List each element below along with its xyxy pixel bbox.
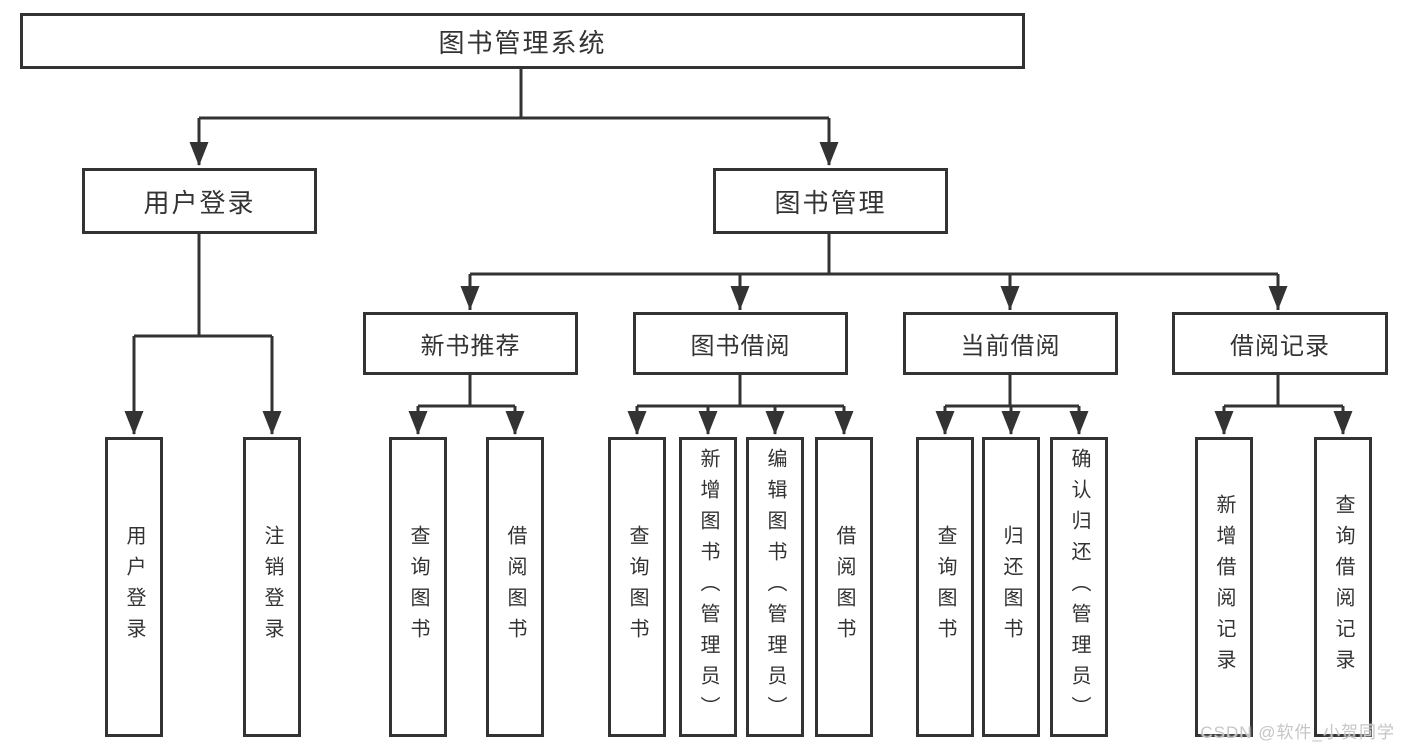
node-label: 确认归还（管理员） xyxy=(1068,447,1090,727)
leaf-add-books-admin: 新增图书（管理员） xyxy=(679,437,737,737)
leaf-query-books: 查询图书 xyxy=(608,437,666,737)
leaf-borrow-books: 借阅图书 xyxy=(486,437,544,737)
node-label: 图书借阅 xyxy=(690,333,791,360)
wire-borrow-records-to-leaves xyxy=(1222,375,1345,434)
arrow-down-icon xyxy=(262,411,282,435)
leaf-query-borrow-record: 查询借阅记录 xyxy=(1314,437,1372,737)
node-label: 归还图书 xyxy=(1000,525,1022,649)
leaf-return-books: 归还图书 xyxy=(982,437,1040,737)
node-label: 新增图书（管理员） xyxy=(697,447,719,727)
arrow-down-icon xyxy=(1333,411,1353,435)
arrow-down-icon xyxy=(1214,411,1234,435)
node-new-book-recommendation: 新书推荐 xyxy=(363,312,578,375)
leaf-confirm-return-admin: 确认归还（管理员） xyxy=(1050,437,1108,737)
node-label: 借阅记录 xyxy=(1230,333,1330,360)
leaf-add-borrow-record: 新增借阅记录 xyxy=(1195,437,1253,737)
arrow-down-icon xyxy=(189,142,209,166)
leaf-logout: 注销登录 xyxy=(243,437,301,737)
arrow-down-icon xyxy=(1268,286,1288,310)
arrow-down-icon xyxy=(627,411,647,435)
node-label: 当前借阅 xyxy=(960,333,1061,360)
node-library-management-system: 图书管理系统 xyxy=(20,13,1025,69)
node-label: 编辑图书（管理员） xyxy=(764,447,786,727)
wire-book-borrow-to-leaves xyxy=(635,375,846,434)
arrow-down-icon xyxy=(765,411,785,435)
arrow-down-icon xyxy=(505,411,525,435)
node-label: 用户登录 xyxy=(143,187,256,218)
arrow-down-icon xyxy=(819,142,839,166)
wire-new-book-to-leaves xyxy=(416,375,517,434)
node-current-borrowing: 当前借阅 xyxy=(903,312,1118,375)
arrow-down-icon xyxy=(124,411,144,435)
leaf-edit-books-admin: 编辑图书（管理员） xyxy=(746,437,804,737)
node-label: 图书管理系统 xyxy=(438,27,607,58)
node-label: 查询图书 xyxy=(407,525,429,649)
arrow-down-icon xyxy=(1069,411,1089,435)
leaf-query-books: 查询图书 xyxy=(916,437,974,737)
arrow-down-icon xyxy=(730,286,750,310)
arrowhead-icons xyxy=(124,142,1353,435)
arrow-down-icon xyxy=(1000,286,1020,310)
node-label: 新增借阅记录 xyxy=(1213,494,1235,680)
node-label: 借阅图书 xyxy=(504,525,526,649)
node-label: 查询图书 xyxy=(934,525,956,649)
arrow-down-icon xyxy=(698,411,718,435)
leaf-borrow-books: 借阅图书 xyxy=(815,437,873,737)
node-book-management: 图书管理 xyxy=(713,168,948,234)
node-label: 借阅图书 xyxy=(833,525,855,649)
arrow-down-icon xyxy=(834,411,854,435)
leaf-user-login: 用户登录 xyxy=(105,437,163,737)
wire-user-login-to-leaves xyxy=(132,234,274,434)
arrow-down-icon xyxy=(935,411,955,435)
arrow-down-icon xyxy=(408,411,428,435)
arrow-down-icon xyxy=(1001,411,1021,435)
arrow-down-icon xyxy=(460,286,480,310)
node-label: 图书管理 xyxy=(774,187,887,218)
connector-wires xyxy=(132,69,1345,434)
node-label: 注销登录 xyxy=(261,525,283,649)
node-user-login: 用户登录 xyxy=(82,168,317,234)
node-label: 新书推荐 xyxy=(420,333,521,360)
node-book-borrowing: 图书借阅 xyxy=(633,312,848,375)
leaf-query-books: 查询图书 xyxy=(389,437,447,737)
wire-root-to-level2 xyxy=(197,69,831,165)
node-label: 查询借阅记录 xyxy=(1332,494,1354,680)
node-borrowing-records: 借阅记录 xyxy=(1172,312,1388,375)
wire-book-management-to-level3 xyxy=(468,234,1280,310)
node-label: 用户登录 xyxy=(123,525,145,649)
node-label: 查询图书 xyxy=(626,525,648,649)
